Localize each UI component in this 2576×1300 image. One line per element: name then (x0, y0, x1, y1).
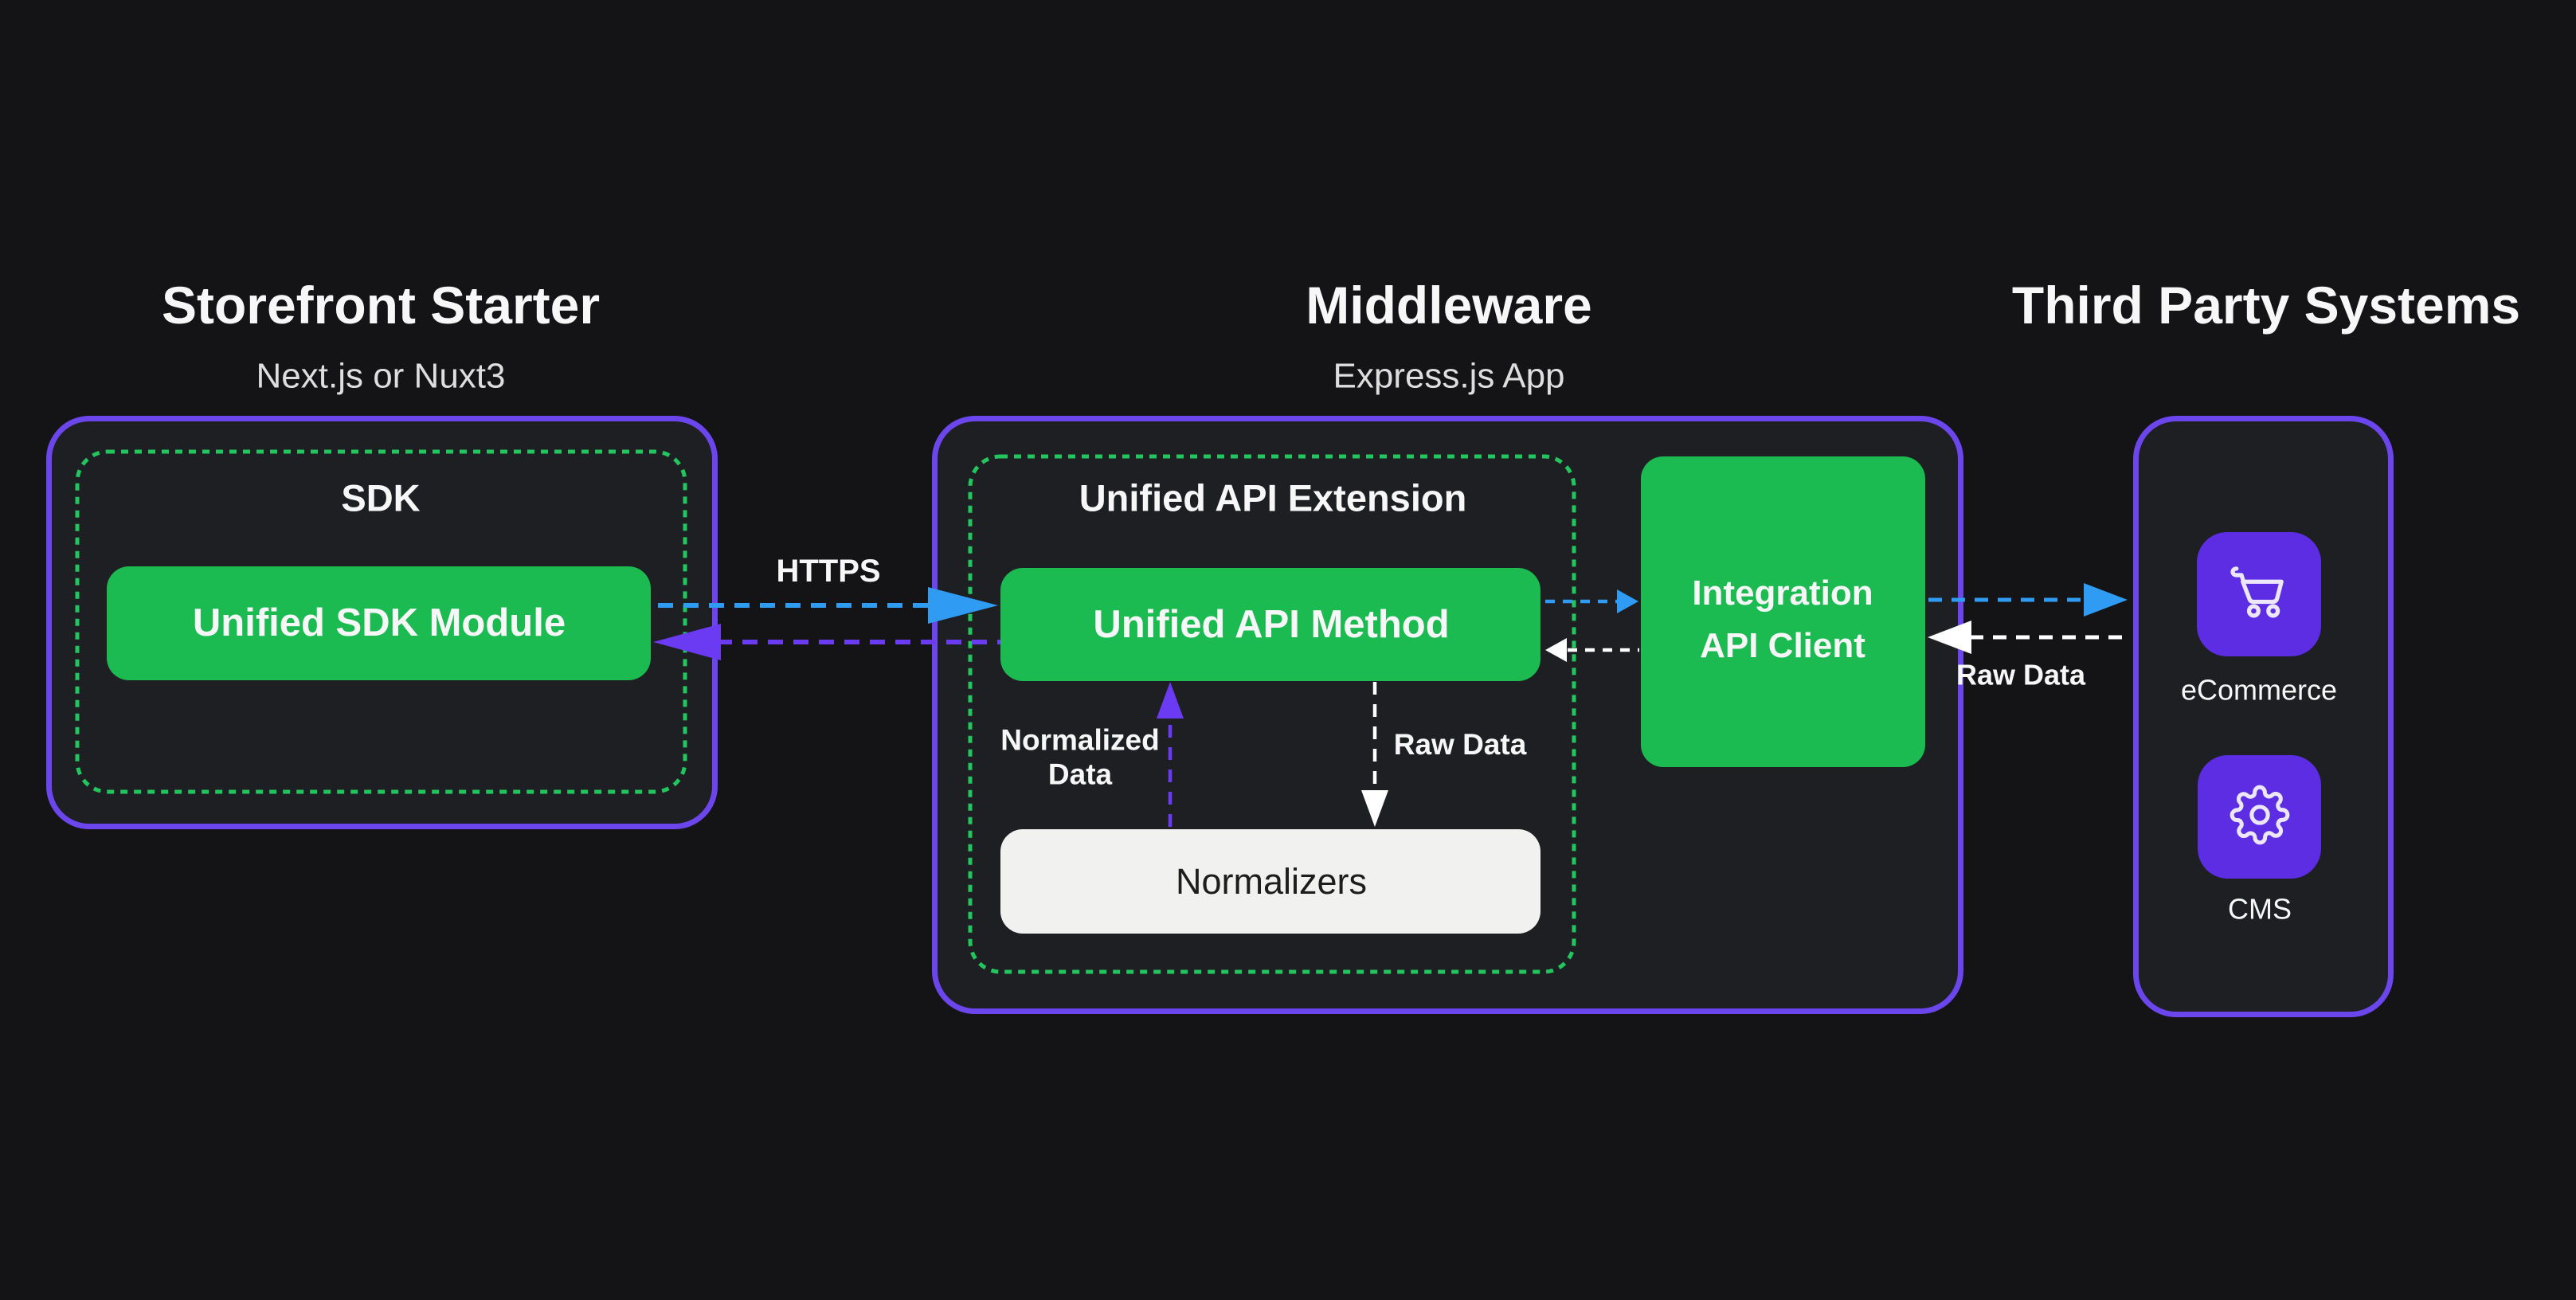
gear-icon (2230, 785, 2290, 849)
normalizers-label: Normalizers (1175, 860, 1368, 902)
normalized-data-line1: Normalized (1000, 723, 1160, 757)
sdk-box-label: SDK (341, 476, 421, 519)
storefront-subtitle: Next.js or Nuxt3 (256, 356, 506, 396)
https-label: HTTPS (776, 554, 881, 589)
storefront-title: Storefront Starter (161, 276, 601, 335)
cart-icon (2226, 559, 2292, 630)
ecommerce-label: eCommerce (2180, 673, 2338, 707)
unified-api-extension-label: Unified API Extension (1079, 476, 1467, 519)
raw-data-label-middleware: Raw Data (1393, 727, 1527, 761)
normalized-data-line2: Data (1047, 758, 1113, 790)
raw-data-label-third-party: Raw Data (1955, 658, 2086, 691)
integration-api-client-label: Integration API Client (1647, 567, 1918, 672)
third-party-title: Third Party Systems (2011, 276, 2521, 335)
ecommerce-tile (2197, 532, 2321, 656)
middleware-subtitle: Express.js App (1333, 356, 1565, 396)
cms-tile (2198, 755, 2321, 879)
normalized-data-label: Normalized Data (977, 723, 1184, 791)
client-to-thirdparty-arrowhead (2084, 583, 2128, 617)
third-party-container (2133, 416, 2394, 1017)
cms-label: CMS (2228, 892, 2292, 926)
unified-api-method-label: Unified API Method (1093, 603, 1450, 647)
integration-api-client-line1: Integration (1692, 574, 1873, 613)
unified-sdk-module-label: Unified SDK Module (192, 601, 566, 645)
integration-api-client-box (1641, 456, 1925, 767)
integration-api-client-line2: API Client (1700, 626, 1865, 665)
middleware-title: Middleware (1306, 276, 1592, 335)
